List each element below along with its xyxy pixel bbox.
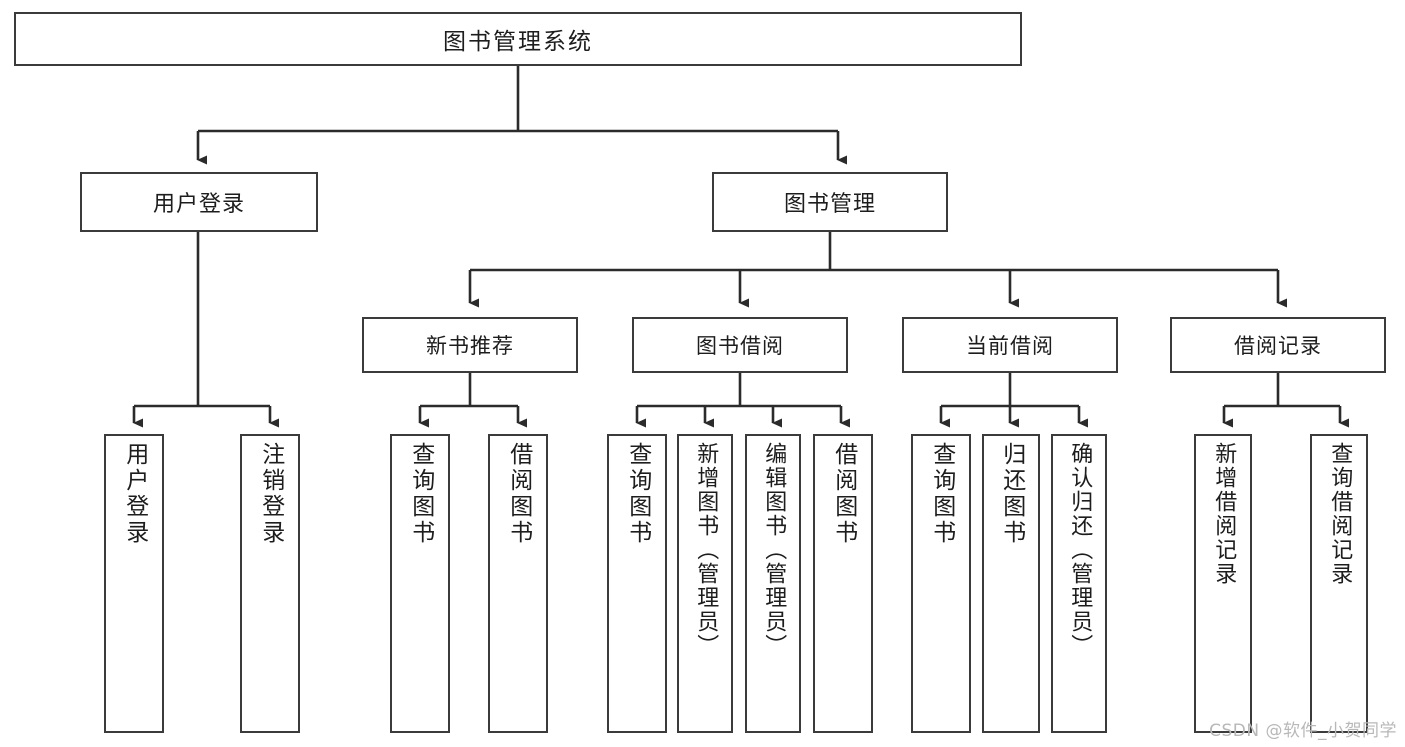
- node-label: 归还图书: [998, 442, 1025, 546]
- node-label: 图书管理系统: [443, 29, 593, 55]
- node-borrow-record[interactable]: 借阅记录: [1170, 317, 1386, 373]
- watermark: CSDN @软件_小贺同学: [1209, 721, 1397, 741]
- leaf-current-borrow-confirm-return-admin[interactable]: 确认归还（管理员）: [1051, 434, 1107, 733]
- node-book-borrow[interactable]: 图书借阅: [632, 317, 848, 373]
- node-label: 借阅记录: [1234, 334, 1322, 358]
- leaf-current-borrow-return[interactable]: 归还图书: [982, 434, 1040, 733]
- leaf-borrow-record-query[interactable]: 查询借阅记录: [1310, 434, 1368, 733]
- leaf-book-borrow-borrow[interactable]: 借阅图书: [813, 434, 873, 733]
- leaf-user-login-logout[interactable]: 注销登录: [240, 434, 300, 733]
- node-label: 查询借阅记录: [1327, 442, 1353, 586]
- leaf-book-borrow-query[interactable]: 查询图书: [607, 434, 667, 733]
- node-label: 用户登录: [152, 192, 245, 217]
- leaf-borrow-record-add[interactable]: 新增借阅记录: [1194, 434, 1252, 733]
- leaf-book-borrow-add-admin[interactable]: 新增图书（管理员）: [677, 434, 733, 733]
- node-new-book-recommend[interactable]: 新书推荐: [362, 317, 578, 373]
- node-label: 新书推荐: [426, 334, 514, 358]
- node-label: 用户登录: [121, 442, 148, 546]
- leaf-new-book-query[interactable]: 查询图书: [390, 434, 450, 733]
- leaf-current-borrow-query[interactable]: 查询图书: [911, 434, 971, 733]
- leaf-new-book-borrow[interactable]: 借阅图书: [488, 434, 548, 733]
- node-current-borrow[interactable]: 当前借阅: [902, 317, 1118, 373]
- node-label: 借阅图书: [505, 442, 532, 546]
- node-label: 当前借阅: [966, 334, 1054, 358]
- node-label: 图书管理: [783, 192, 876, 217]
- node-label: 查询图书: [928, 442, 955, 546]
- leaf-book-borrow-edit-admin[interactable]: 编辑图书（管理员）: [745, 434, 801, 733]
- node-label: 查询图书: [624, 442, 651, 546]
- node-label: 确认归还（管理员）: [1067, 442, 1093, 658]
- node-label: 新增借阅记录: [1211, 442, 1237, 586]
- node-label: 图书借阅: [696, 334, 784, 358]
- leaf-user-login-login[interactable]: 用户登录: [104, 434, 164, 733]
- node-label: 注销登录: [257, 442, 284, 546]
- node-label: 查询图书: [407, 442, 434, 546]
- node-user-login[interactable]: 用户登录: [80, 172, 318, 232]
- node-label: 编辑图书（管理员）: [761, 442, 787, 658]
- node-label: 借阅图书: [830, 442, 857, 546]
- node-book-management[interactable]: 图书管理: [712, 172, 948, 232]
- node-root-library-system[interactable]: 图书管理系统: [14, 12, 1022, 66]
- node-label: 新增图书（管理员）: [693, 442, 719, 658]
